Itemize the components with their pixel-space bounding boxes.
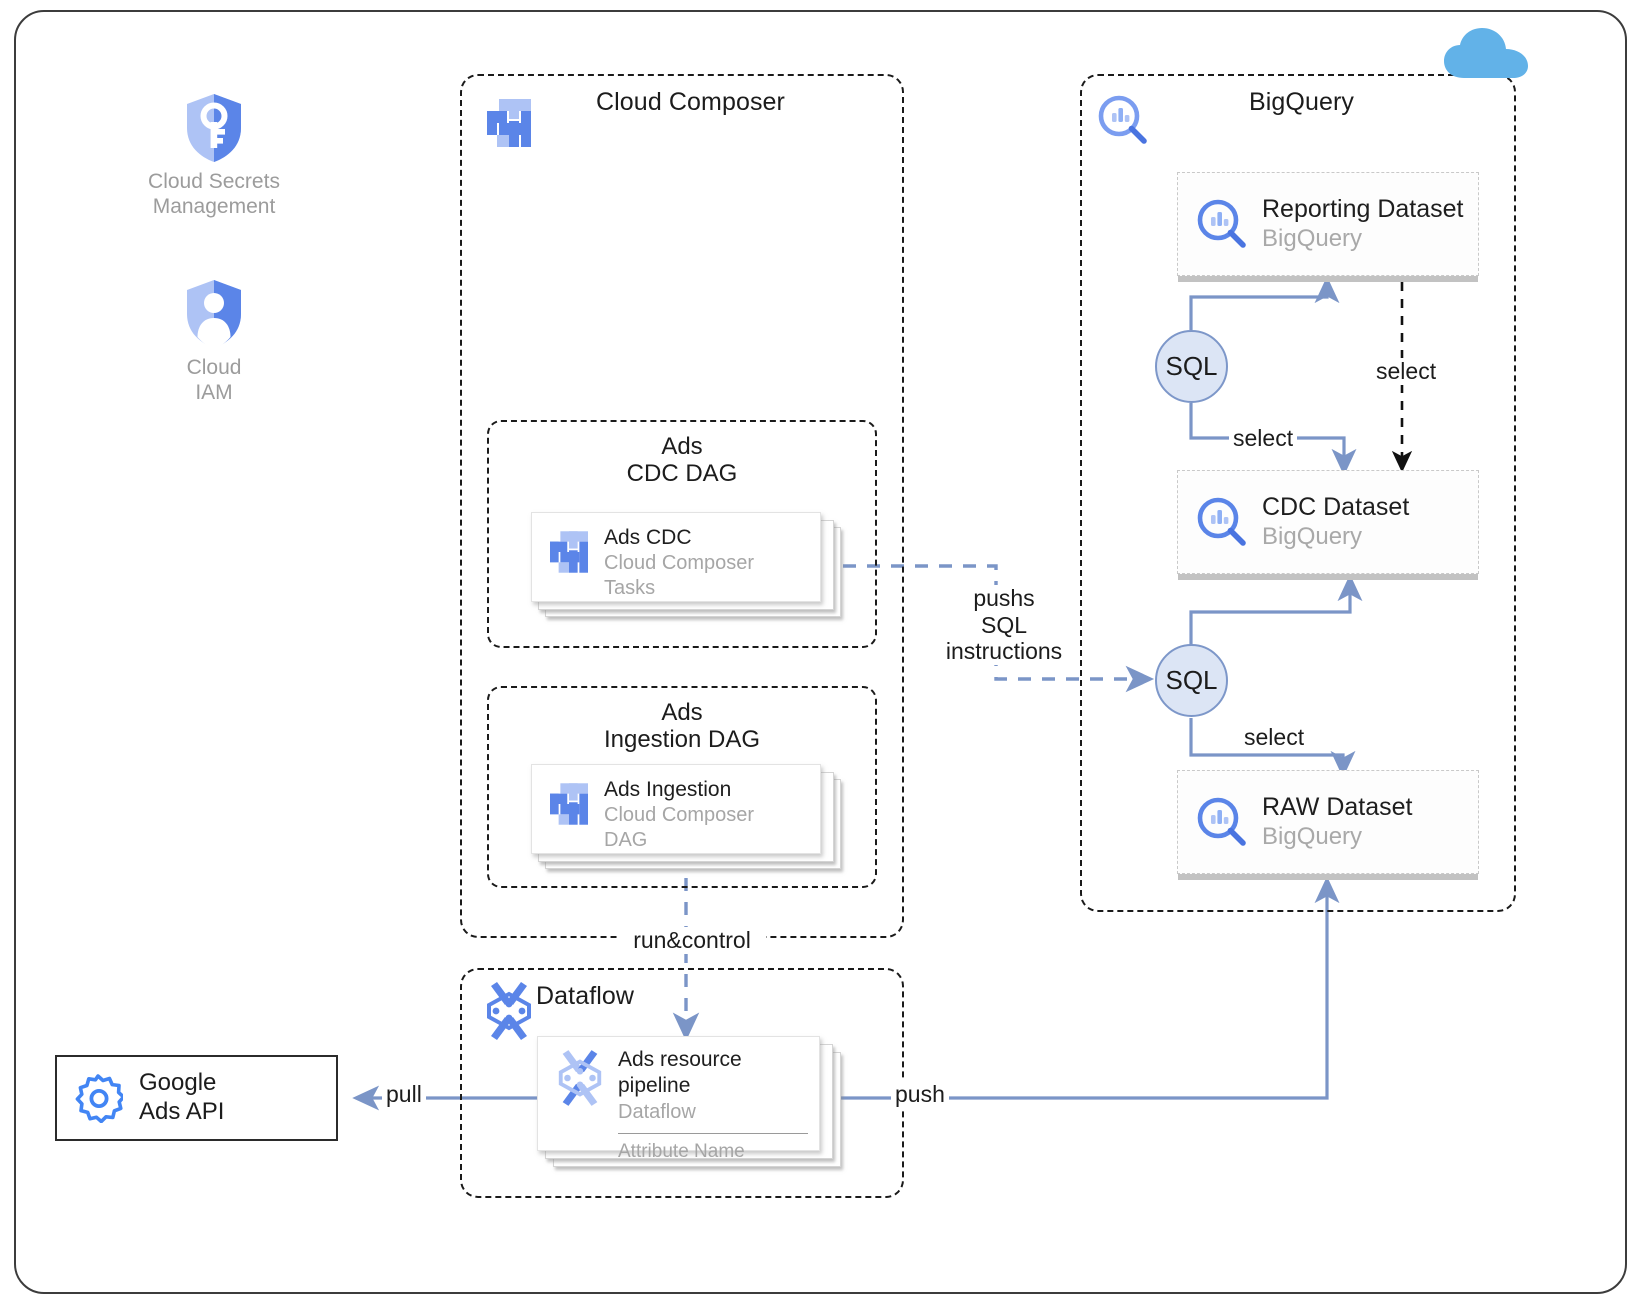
container-title-cloud-composer: Cloud Composer [596,88,785,116]
bigquery-icon [1196,496,1248,548]
edge-label-select-top-cdc: select [1229,425,1298,452]
dataset-subtitle: BigQuery [1262,522,1363,550]
dataset-subtitle: BigQuery [1262,224,1363,252]
bigquery-icon [1196,198,1248,250]
card-ads-ingestion[interactable]: Ads Ingestion Cloud Composer DAG [531,764,841,869]
dataflow-icon [552,1047,608,1109]
edge-label-run-and-control: run&control [618,927,766,954]
edge-label-push: push [891,1081,949,1108]
edge-label-select-bottom-raw: select [1240,724,1309,751]
group-ads-cdc-dag [487,420,877,648]
dataset-cdc-dataset[interactable]: CDC Dataset BigQuery [1177,470,1479,574]
node-sql-bottom[interactable]: SQL [1155,644,1228,717]
card-subtitle: Cloud Composer DAG [604,804,755,852]
edge-label-pushs-sql-instructions: pushs SQL instructions [930,585,1078,666]
group-title-ads-cdc-dag: Ads CDC DAG [626,433,738,487]
dataset-text-block: Reporting Dataset BigQuery [1262,195,1464,253]
shield-person-icon [135,278,293,350]
card-front[interactable]: Ads CDC Cloud Composer Tasks [531,512,821,602]
container-bigquery [1080,74,1516,912]
cloud-composer-icon [546,525,592,579]
card-subtitle: Cloud Composer Tasks [604,552,755,600]
dataset-raw-dataset[interactable]: RAW Dataset BigQuery [1177,770,1479,874]
dataset-reporting-dataset[interactable]: Reporting Dataset BigQuery [1177,172,1479,276]
card-title: Ads resource pipeline [618,1048,742,1098]
service-label: Cloud IAM [186,356,242,404]
dataset-title: RAW Dataset [1262,793,1413,822]
card-front[interactable]: Ads resource pipeline Dataflow Attribute… [537,1036,820,1162]
card-divider [618,1132,808,1135]
card-text-block: Ads CDC Cloud Composer Tasks [604,525,810,601]
node-sql-top[interactable]: SQL [1155,330,1228,403]
service-cloud-iam: Cloud IAM [135,278,293,406]
external-google-ads-api[interactable]: Google Ads API [55,1055,338,1141]
gear-icon [73,1073,123,1123]
card-title: Ads CDC [604,526,692,549]
bigquery-icon [1097,94,1149,146]
bigquery-icon [1196,796,1248,848]
container-title-bigquery: BigQuery [1249,88,1355,116]
container-title-dataflow: Dataflow [536,982,635,1010]
dataset-text-block: RAW Dataset BigQuery [1262,793,1413,851]
cloud-composer-icon [546,777,592,831]
edge-label-pull: pull [382,1081,426,1108]
card-title: Ads Ingestion [604,778,732,801]
node-label: SQL [1165,665,1218,695]
card-text-block: Ads Ingestion Cloud Composer DAG [604,777,810,853]
dataset-title: CDC Dataset [1262,493,1410,522]
card-attribute: Attribute Name [618,1141,745,1163]
edge-label-select-reporting-cdc: select [1372,358,1441,385]
card-subtitle: Dataflow [618,1100,696,1123]
service-label: Cloud Secrets Management [148,170,280,218]
card-ads-resource-pipeline[interactable]: Ads resource pipeline Dataflow Attribute… [537,1036,857,1167]
service-cloud-secrets-management: Cloud Secrets Management [135,92,293,220]
dataflow-icon [482,982,536,1040]
cloud-icon [1442,28,1530,80]
card-text-block: Ads resource pipeline Dataflow Attribute… [618,1047,808,1163]
group-ads-ingestion-dag [487,686,877,888]
dataset-subtitle: BigQuery [1262,822,1363,850]
dataset-text-block: CDC Dataset BigQuery [1262,493,1409,551]
group-title-ads-ingestion-dag: Ads Ingestion DAG [603,699,761,753]
node-label: SQL [1165,351,1218,381]
shield-key-icon [135,92,293,164]
cloud-composer-icon [487,99,531,147]
card-front[interactable]: Ads Ingestion Cloud Composer DAG [531,764,821,854]
external-label: Google Ads API [139,1069,225,1125]
dataset-title: Reporting Dataset [1262,195,1464,224]
card-ads-cdc[interactable]: Ads CDC Cloud Composer Tasks [531,512,841,617]
